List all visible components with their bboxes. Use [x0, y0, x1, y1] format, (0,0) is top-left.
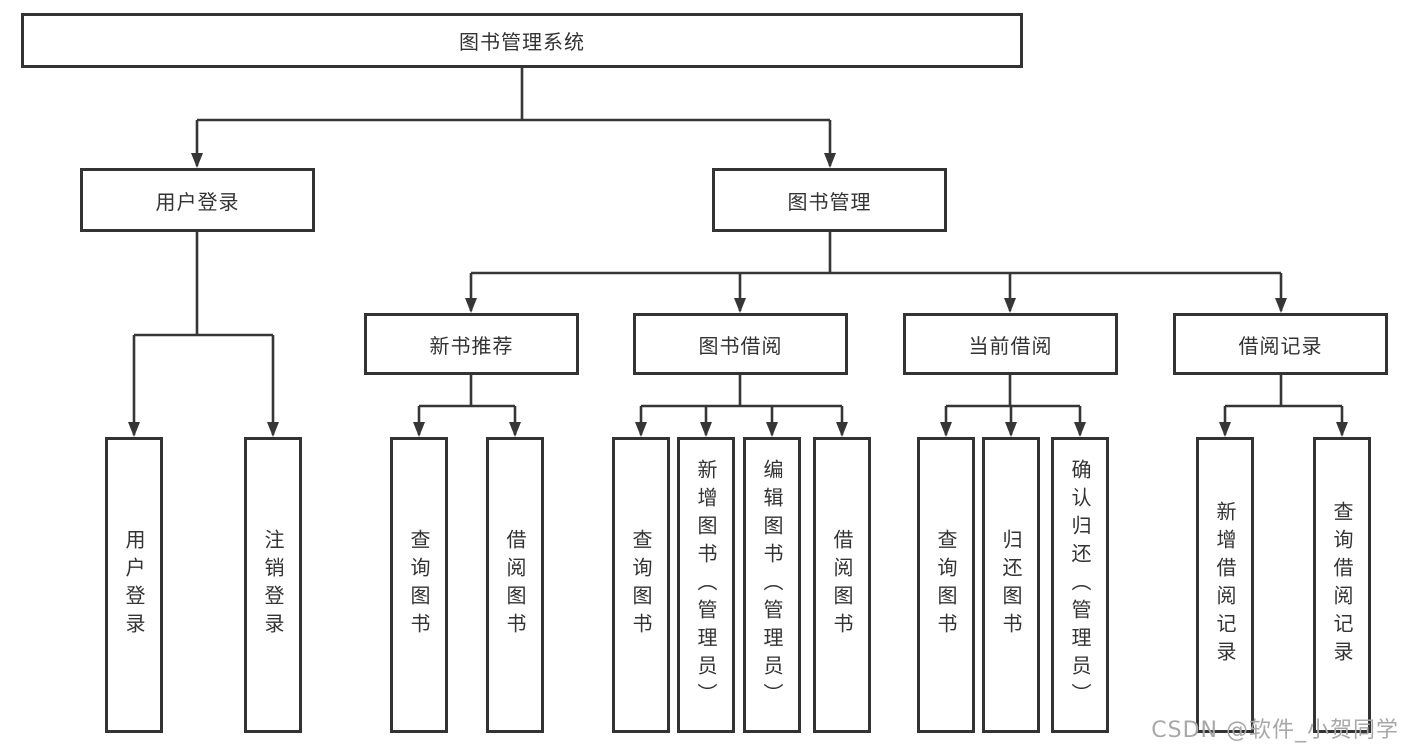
leaf-query-books-borrow: 查询图书 — [612, 437, 670, 733]
leaf-borrow-books-recommend-label: 借阅图书 — [503, 529, 527, 641]
leaf-borrow-books-label: 借阅图书 — [830, 529, 854, 641]
leaf-query-books-current: 查询图书 — [917, 437, 975, 733]
leaf-confirm-return-admin-label: 确认归还（管理员） — [1068, 459, 1092, 711]
leaf-query-borrow-record: 查询借阅记录 — [1313, 437, 1371, 733]
node-new-book-recommend: 新书推荐 — [364, 313, 579, 375]
leaf-logout: 注销登录 — [244, 437, 302, 733]
leaf-add-book-admin-label: 新增图书（管理员） — [694, 459, 718, 711]
leaf-query-books-current-label: 查询图书 — [934, 529, 958, 641]
leaf-add-book-admin: 新增图书（管理员） — [677, 437, 735, 733]
leaf-add-borrow-record: 新增借阅记录 — [1196, 437, 1254, 733]
leaf-borrow-books-recommend: 借阅图书 — [486, 437, 544, 733]
node-user-login: 用户登录 — [80, 168, 315, 232]
leaf-return-book: 归还图书 — [982, 437, 1040, 733]
leaf-query-books-recommend: 查询图书 — [390, 437, 448, 733]
watermark-text: CSDN @软件_小贺同学 — [1151, 718, 1399, 743]
leaf-return-book-label: 归还图书 — [999, 529, 1023, 641]
leaf-user-login-label: 用户登录 — [122, 529, 146, 641]
leaf-add-borrow-record-label: 新增借阅记录 — [1213, 501, 1237, 669]
leaf-query-books-recommend-label: 查询图书 — [407, 529, 431, 641]
node-current-borrow: 当前借阅 — [903, 313, 1118, 375]
leaf-confirm-return-admin: 确认归还（管理员） — [1051, 437, 1109, 733]
node-book-borrow: 图书借阅 — [633, 313, 848, 375]
leaf-borrow-books: 借阅图书 — [813, 437, 871, 733]
leaf-logout-label: 注销登录 — [261, 529, 285, 641]
leaf-edit-book-admin-label: 编辑图书（管理员） — [760, 459, 784, 711]
leaf-query-books-borrow-label: 查询图书 — [629, 529, 653, 641]
node-root: 图书管理系统 — [21, 13, 1023, 68]
node-book-management: 图书管理 — [712, 168, 947, 232]
leaf-user-login: 用户登录 — [105, 437, 163, 733]
node-borrow-records: 借阅记录 — [1173, 313, 1388, 375]
leaf-query-borrow-record-label: 查询借阅记录 — [1330, 501, 1354, 669]
leaf-edit-book-admin: 编辑图书（管理员） — [743, 437, 801, 733]
